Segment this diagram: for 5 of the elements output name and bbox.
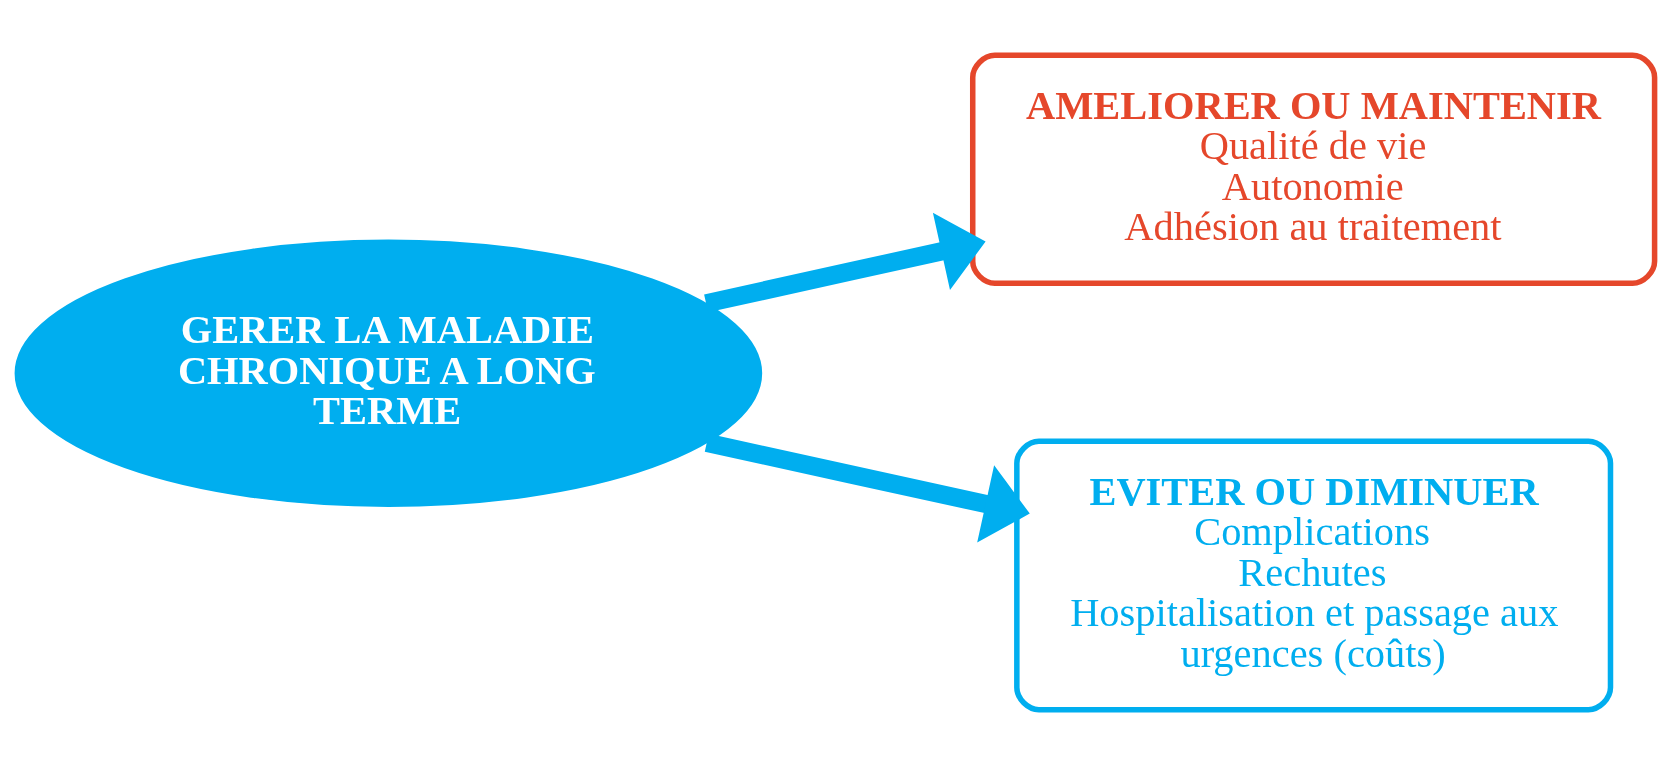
node-box: AMELIORER OU MAINTENIR Qualité de vie Autonomie Adhésion au traitement (969, 52, 1658, 286)
arrow (704, 433, 1030, 543)
arrow (704, 212, 986, 312)
node-box: EVITER OU DIMINUER Complications Rechutes Hospitalisation et passage aux urgences (coûts) (1014, 438, 1614, 712)
node-ellipse: GERER LA MALADIE CHRONIQUE A LONG TERME (14, 239, 763, 507)
